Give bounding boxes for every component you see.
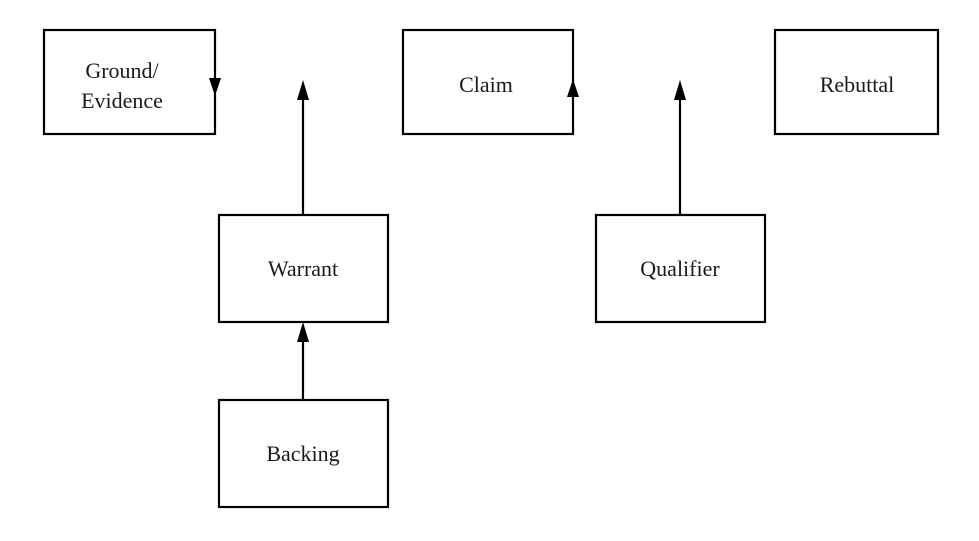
qualifier-up-arrow xyxy=(674,80,686,215)
ground-arrowhead xyxy=(209,78,221,96)
backing-to-warrant-arrow xyxy=(297,322,309,400)
ground-evidence-label-line1: Ground/ xyxy=(85,58,159,83)
warrant-box xyxy=(217,213,390,324)
claim-box xyxy=(401,28,575,136)
ground-evidence-label-line2: Evidence xyxy=(81,88,163,113)
rebuttal-label: Rebuttal xyxy=(820,72,895,97)
ground-evidence-box xyxy=(42,28,217,136)
claim-arrowhead xyxy=(567,79,579,97)
backing-box xyxy=(217,398,390,509)
qualifier-label: Qualifier xyxy=(640,256,720,281)
claim-node: Claim xyxy=(401,28,575,136)
backing-node: Backing xyxy=(217,398,390,509)
claim-label: Claim xyxy=(459,72,513,97)
qualifier-node: Qualifier xyxy=(594,213,767,324)
rebuttal-box xyxy=(773,28,940,136)
rebuttal-node: Rebuttal xyxy=(773,28,940,136)
warrant-node: Warrant xyxy=(217,213,390,324)
ground-evidence-node: Ground/ Evidence xyxy=(42,28,217,136)
warrant-up-arrowhead xyxy=(297,80,309,100)
qualifier-box xyxy=(594,213,767,324)
warrant-up-arrow xyxy=(297,80,309,215)
backing-label: Backing xyxy=(266,441,339,466)
qualifier-up-arrowhead xyxy=(674,80,686,100)
warrant-label: Warrant xyxy=(268,256,338,281)
backing-to-warrant-arrowhead xyxy=(297,322,309,342)
